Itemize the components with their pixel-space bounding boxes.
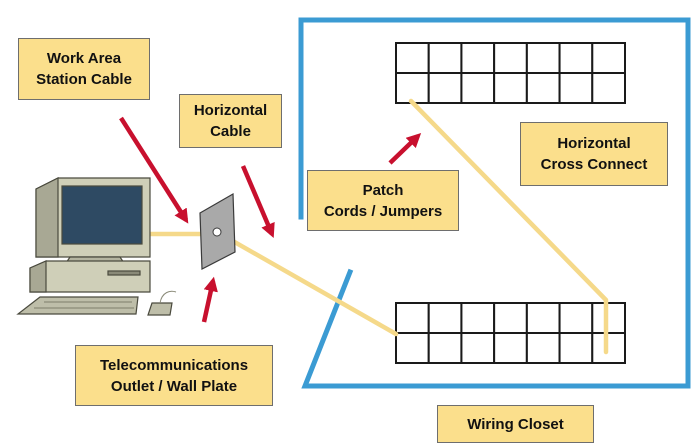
patch-panel-port [591,332,626,364]
pointer-arrows [119,116,422,323]
cables [147,98,609,355]
patch-panel-port [395,42,430,74]
red-arrow-icon [388,133,422,165]
patch-panel-port [525,332,561,364]
patch-panel-port [395,302,430,334]
horizontal-cable [214,229,399,337]
patch-panel-port [558,332,594,364]
patch-panel-port [427,42,463,74]
red-arrow-icon [119,116,189,224]
patch-panel-port [591,72,626,104]
patch-panel-port [493,302,528,334]
patch-panel-port [395,72,430,104]
patch-panel-port [460,332,496,364]
patch-panel-port [591,302,626,334]
patch-panel-port [525,42,561,74]
patch-panel-port [493,72,528,104]
label-work-area-station-cable: Work Area Station Cable [18,38,150,100]
patch-panel-port [427,332,463,364]
label-telecommunications-outlet: Telecommunications Outlet / Wall Plate [75,345,273,406]
patch-panel-port [591,42,626,74]
monitor-screen [61,185,143,245]
patch-panel-port [427,302,463,334]
closet-wall-top [298,17,691,389]
patch-panel-top [395,42,626,104]
computer-icon [16,177,177,316]
patch-panel-port [558,72,594,104]
patch-panel-port [525,302,561,334]
label-wiring-closet: Wiring Closet [437,405,594,443]
wiring-closet-walls [298,17,691,389]
label-horizontal-cross-connect: Horizontal Cross Connect [520,122,668,186]
patch-panel-port [460,302,496,334]
mouse [147,302,173,316]
wall-plate-icon [199,192,236,270]
patch-cord [408,98,609,355]
patch-panel-port [460,42,496,74]
patch-panel-port [427,72,463,104]
keyboard [16,296,139,315]
patch-panel-bottom [395,302,626,364]
patch-panel-port [525,72,561,104]
patch-panel-port [493,332,528,364]
system-unit [29,260,151,293]
patch-panel-port [493,42,528,74]
red-arrow-icon [240,165,275,238]
red-arrow-icon [201,276,218,323]
patch-panel-port [558,42,594,74]
label-horizontal-cable: Horizontal Cable [179,94,282,148]
label-patch-cords-jumpers: Patch Cords / Jumpers [307,170,459,231]
patch-panel-port [558,302,594,334]
patch-panel-port [460,72,496,104]
patch-panel-port [395,332,430,364]
closet-wall-bottom [301,268,691,389]
